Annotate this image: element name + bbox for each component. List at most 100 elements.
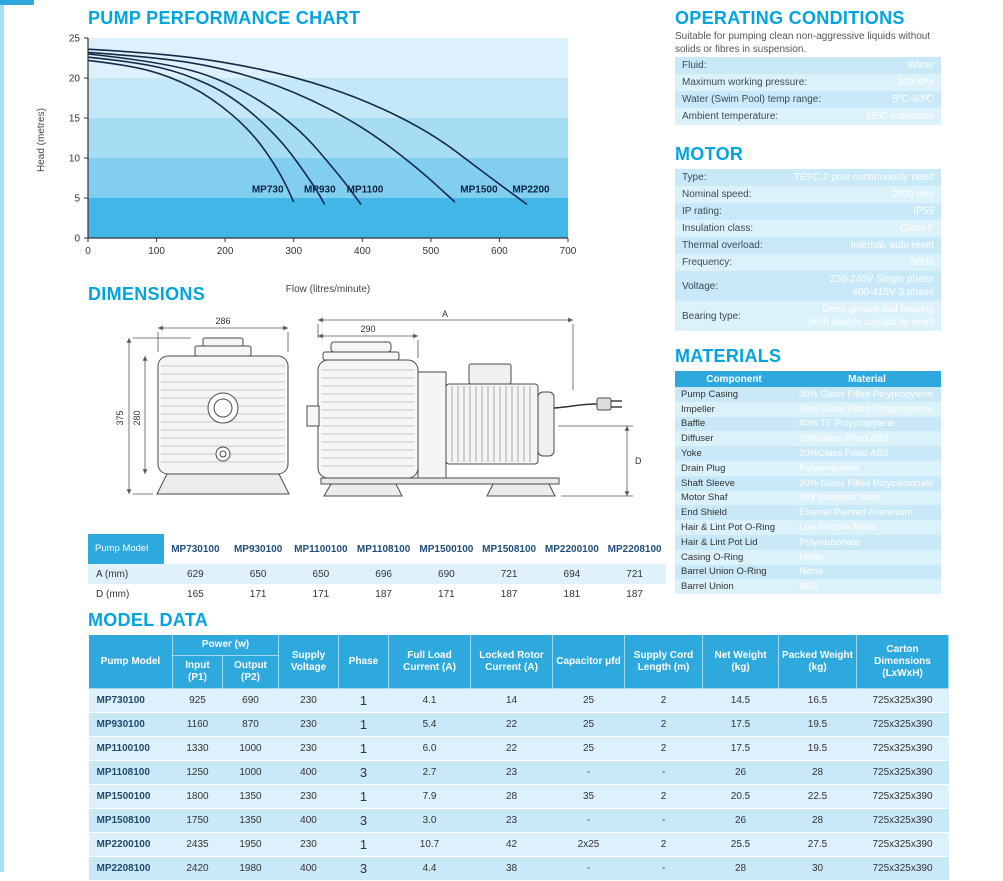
component-name: Hair & Lint Pot O-Ring [681, 522, 775, 534]
component-name: Baffle [681, 418, 706, 430]
spec-row: Bearing type:Deep groove ball bearing (w… [675, 301, 941, 331]
component-name: Barrel Union [681, 581, 734, 593]
model-data-cell: 1000 [222, 760, 279, 785]
spec-row: Thermal overload:Internal, auto reset [675, 237, 941, 254]
model-data-cell: 3 [338, 808, 389, 833]
pump-dimension-drawing: 286 375 280 A 290 D [115, 309, 642, 497]
spec-label: Maximum working pressure: [682, 77, 808, 88]
model-data-cell: 6.0 [388, 736, 471, 761]
column-header: Packed Weight (kg) [778, 634, 858, 689]
model-data-cell: 1 [338, 688, 389, 713]
model-data-cell: - [624, 856, 703, 881]
model-name: MP930100 [233, 543, 283, 555]
dimension-label: A (mm) [96, 568, 129, 580]
material-row: Shaft Sleeve 20% Glass Filled Polycarbona… [675, 475, 941, 491]
model-data-cell: 725x325x390 [856, 712, 949, 737]
model-data-cell: - [624, 808, 703, 833]
model-data-cell: 1350 [222, 808, 279, 833]
model-data-cell: 1750 [172, 808, 223, 833]
material-name: Polycarbonate [799, 536, 860, 548]
model-data-cell: 2x25 [552, 832, 625, 857]
spec-row: Insulation class:Class F [675, 220, 941, 237]
svg-text:MP1500: MP1500 [460, 184, 498, 195]
dimension-value: 171 [249, 588, 267, 600]
material-name: Polypropolene [799, 462, 860, 474]
model-data-cell: 16.5 [778, 688, 857, 713]
model-data-cell: 42 [470, 832, 553, 857]
model-data-cell: 1350 [222, 784, 279, 809]
model-data-cell: 1000 [222, 736, 279, 761]
material-name: 303 Stainless Steel [799, 492, 881, 504]
model-data-cell: - [552, 856, 625, 881]
material-name: 30% Glass Filled Polypropylene [799, 403, 934, 415]
model-data-cell: 400 [278, 760, 339, 785]
model-data-cell: 23 [470, 808, 553, 833]
model-data-cell: 1 [338, 736, 389, 761]
material-name: ABS [799, 581, 819, 593]
model-data-cell: 1 [338, 712, 389, 737]
dimension-value: 171 [312, 588, 330, 600]
dim-body-height-label: 280 [132, 410, 142, 425]
model-data-cell: 230 [278, 832, 339, 857]
pump-model-header: Pump Model [88, 534, 164, 564]
material-row: Impeller 30% Glass Filled Polypropylene [675, 401, 941, 417]
col-power-group: Power (w) [171, 634, 280, 656]
component-name: Shaft Sleeve [681, 477, 735, 489]
spec-value: 360 kPa [897, 77, 934, 88]
spec-row: Fluid:Water [675, 57, 941, 74]
model-name: MP1508100 [482, 543, 537, 555]
dimension-value: 187 [626, 588, 643, 600]
page-edge-decoration [0, 0, 34, 5]
dimension-value: 650 [249, 568, 267, 580]
material-name: 20% Glass Filled Polycarbonate [799, 477, 934, 489]
model-name: MP1100100 [294, 543, 348, 555]
model-data-cell: 1950 [222, 832, 279, 857]
spec-label: Nominal speed: [682, 189, 752, 200]
dimension-value: 694 [563, 568, 581, 580]
model-data-cell: 19.5 [778, 712, 857, 737]
model-data-cell: - [552, 808, 625, 833]
model-data-cell: 4.1 [388, 688, 471, 713]
svg-text:200: 200 [217, 246, 234, 257]
svg-text:100: 100 [148, 246, 165, 257]
dimension-label: D (mm) [96, 588, 130, 600]
model-data-cell: 725x325x390 [856, 784, 949, 809]
operating-conditions-description: Suitable for pumping clean non-aggressiv… [675, 31, 931, 55]
model-name: MP1500100 [419, 543, 474, 555]
component-name: Casing O-Ring [681, 551, 744, 563]
column-header: Capacitor μfd [552, 634, 626, 689]
component-name: Impeller [681, 403, 715, 415]
dimension-value: 721 [626, 568, 643, 580]
model-data-cell: 3.0 [388, 808, 471, 833]
model-data-cell: 1 [338, 784, 389, 809]
model-data-cell: 230 [278, 712, 339, 737]
model-name: MP1100100 [88, 736, 173, 761]
dim-d-label: D [635, 456, 642, 466]
model-name: MP2208100 [607, 543, 662, 555]
page-edge-decoration [0, 0, 4, 872]
svg-text:25: 25 [69, 34, 81, 45]
dimension-value: 187 [375, 588, 392, 600]
dim-pot-width-label: 290 [360, 324, 375, 334]
spec-value: Internal, auto reset [850, 240, 934, 251]
spec-label: Voltage: [682, 280, 719, 292]
material-name: 20%Glass Filled ABS [799, 433, 889, 445]
dimension-value: 721 [500, 568, 518, 580]
model-data-cell: 2 [624, 736, 703, 761]
model-data-cell: 17.5 [702, 736, 779, 761]
model-data-cell: 10.7 [388, 832, 471, 857]
model-data-cell: 725x325x390 [856, 760, 949, 785]
material-name: Nitrile [799, 551, 824, 563]
model-data-cell: 27.5 [778, 832, 857, 857]
model-data-cell: 1330 [172, 736, 223, 761]
